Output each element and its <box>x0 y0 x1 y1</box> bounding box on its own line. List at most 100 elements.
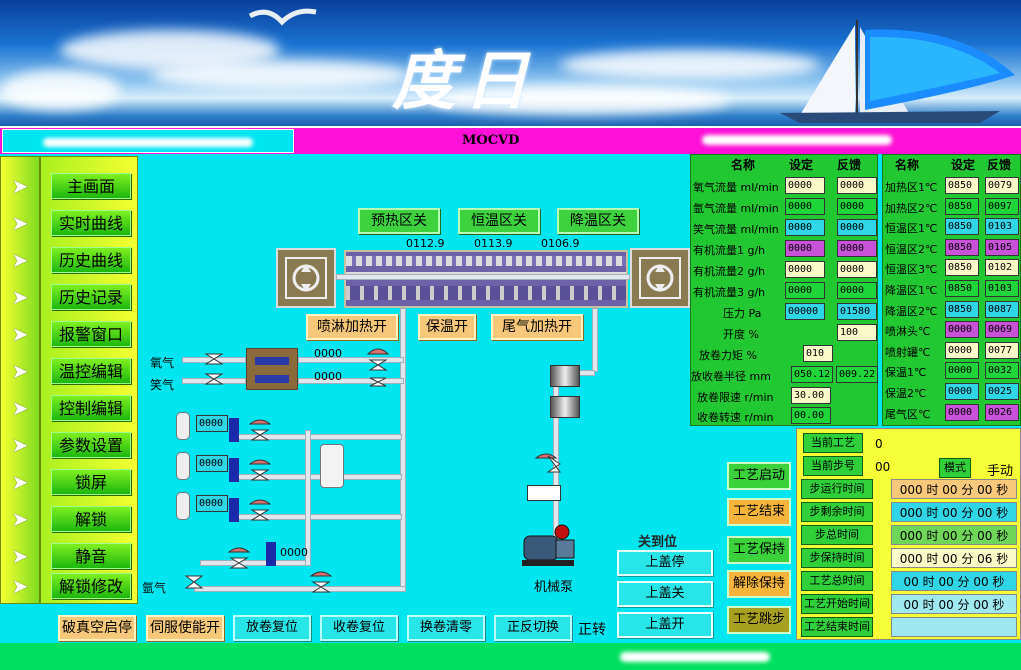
status-time-label: 步保持时间 <box>801 548 873 568</box>
nav-param-settings[interactable]: 参数设置 <box>51 432 131 458</box>
nav-realtime-curve[interactable]: 实时曲线 <box>51 210 131 236</box>
flow-fb-value: 0000 <box>837 240 877 257</box>
temp-fb-value: 0025 <box>985 383 1019 400</box>
unwind-speed-value[interactable]: 30.00 <box>791 387 831 404</box>
flow-fb-value: 0000 <box>837 261 877 278</box>
temp-row-label: 喷淋头℃ <box>885 325 931 339</box>
keep-warm-on-button[interactable]: 保温开 <box>418 314 476 340</box>
nav-menu: 主画面 实时曲线 历史曲线 历史记录 报警窗口 温控编辑 控制编辑 参数设置 锁… <box>40 156 138 604</box>
temp-row-label: 恒温区2℃ <box>885 242 938 256</box>
unwind-reset-button[interactable]: 放卷复位 <box>233 615 311 641</box>
current-process-label: 当前工艺 <box>803 433 863 453</box>
temp-set-value[interactable]: 0000 <box>945 362 979 380</box>
temp-set-value[interactable]: 0850 <box>945 197 979 215</box>
release-hold-button[interactable]: 解除保持 <box>727 570 791 598</box>
servo-enable-button[interactable]: 伺服使能开 <box>146 615 224 641</box>
arrow-icon: ➤ <box>11 174 29 198</box>
temp-set-value[interactable]: 0850 <box>945 238 979 256</box>
status-time-label: 工艺结束时间 <box>801 617 873 637</box>
nav-lock-screen[interactable]: 锁屏 <box>51 469 131 495</box>
temp-set-value[interactable]: 0850 <box>945 300 979 318</box>
nav-history-record[interactable]: 历史记录 <box>51 284 131 310</box>
pump-label: 机械泵 <box>534 580 574 595</box>
direction-toggle-button[interactable]: 正反切换 <box>494 615 572 641</box>
temp-set-value[interactable]: 0850 <box>945 259 979 277</box>
temp-row-label: 尾气区℃ <box>885 407 931 421</box>
reel-right-icon <box>630 248 690 308</box>
temp-set-value[interactable]: 0850 <box>945 218 979 236</box>
valve-icon[interactable] <box>310 568 332 596</box>
flow-fb-value: 0000 <box>837 177 877 194</box>
valve-icon[interactable] <box>249 416 271 444</box>
flow-set-value[interactable]: 0000 <box>785 177 825 194</box>
status-time-label: 工艺开始时间 <box>801 594 873 614</box>
temp-set-value[interactable]: 0000 <box>945 321 979 339</box>
spray-heat-on-button[interactable]: 喷淋加热开 <box>306 314 398 340</box>
valve-icon[interactable] <box>534 450 562 474</box>
valve-icon[interactable] <box>228 544 250 572</box>
status-time-value: 00 时 00 分 00 秒 <box>891 571 1017 591</box>
flow-set-value[interactable]: 0000 <box>785 261 825 278</box>
nav-unlock[interactable]: 解锁 <box>51 506 131 532</box>
nav-unlock-modify[interactable]: 解锁修改 <box>51 573 131 599</box>
roll-change-clear-button[interactable]: 换卷清零 <box>407 615 485 641</box>
flow-set-value[interactable]: 0000 <box>785 198 825 215</box>
process-start-button[interactable]: 工艺启动 <box>727 462 791 490</box>
nav-history-curve[interactable]: 历史曲线 <box>51 247 131 273</box>
argon-pipe <box>194 586 406 592</box>
header-banner <box>0 0 1021 126</box>
valve-icon[interactable] <box>249 456 271 484</box>
arrow-icon: ➤ <box>11 544 29 568</box>
cover-close-button[interactable]: 上盖关 <box>617 581 713 607</box>
status-time-value <box>891 617 1017 637</box>
temp-set-value[interactable]: 0000 <box>945 383 979 400</box>
status-time-value: 000 时 00 分 00 秒 <box>891 502 1017 522</box>
nav-main-screen[interactable]: 主画面 <box>51 173 131 199</box>
temp-row-label: 降温区2℃ <box>885 304 938 318</box>
valve-icon[interactable] <box>184 572 204 592</box>
flow-set-value[interactable]: 0000 <box>785 219 825 236</box>
temp-set-value[interactable]: 0850 <box>945 280 979 297</box>
valve-icon[interactable] <box>204 350 224 390</box>
arrow-icon: ➤ <box>11 211 29 235</box>
temp-fb-value: 0105 <box>985 238 1019 256</box>
valve-icon[interactable] <box>366 344 390 388</box>
flow-row-label: 有机流量3 g/h <box>693 286 766 299</box>
valve-icon[interactable] <box>249 496 271 524</box>
vacuum-break-button[interactable]: 破真空启停 <box>58 615 136 641</box>
process-end-button[interactable]: 工艺结束 <box>727 498 791 526</box>
process-hold-button[interactable]: 工艺保持 <box>727 536 791 564</box>
constant-zone-off-button[interactable]: 恒温区关 <box>458 208 540 234</box>
pressure-set-value[interactable]: 00000 <box>785 303 825 320</box>
title-bar: MOCVD <box>0 126 1021 154</box>
filter-icon <box>550 396 580 418</box>
process-skip-button[interactable]: 工艺跳步 <box>727 606 791 634</box>
arrow-icon: ➤ <box>11 396 29 420</box>
flow-set-value[interactable]: 0000 <box>785 240 825 257</box>
wind-reset-button[interactable]: 收卷复位 <box>320 615 398 641</box>
preheat-zone-off-button[interactable]: 预热区关 <box>358 208 440 234</box>
temp-set-value[interactable]: 0000 <box>945 403 979 421</box>
nav-temp-edit[interactable]: 温控编辑 <box>51 358 131 384</box>
nav-alarm-window[interactable]: 报警窗口 <box>51 321 131 347</box>
flow-header-set: 设定 <box>789 158 814 172</box>
mfc-icon <box>229 458 239 482</box>
temp-row-label: 加热区1℃ <box>885 181 938 194</box>
wind-speed-value: 00.00 <box>791 407 831 424</box>
cover-stop-button[interactable]: 上盖停 <box>617 550 713 576</box>
temp-set-value[interactable]: 0000 <box>945 341 979 359</box>
opening-value: 100 <box>837 324 877 341</box>
nav-mute[interactable]: 静音 <box>51 543 131 569</box>
temp-fb-value: 0087 <box>985 300 1019 318</box>
current-process-value: 0 <box>875 437 883 451</box>
cooling-zone-off-button[interactable]: 降温区关 <box>557 208 639 234</box>
arrow-icon: ➤ <box>11 433 29 457</box>
radius-value1: 050.12 <box>791 366 833 383</box>
sailboat-icon <box>780 20 1015 123</box>
tail-gas-heat-on-button[interactable]: 尾气加热开 <box>491 314 583 340</box>
cover-open-button[interactable]: 上盖开 <box>617 612 713 638</box>
temp-set-value[interactable]: 0850 <box>945 177 979 194</box>
nav-control-edit[interactable]: 控制编辑 <box>51 395 131 421</box>
unwind-torque-value[interactable]: 010 <box>803 345 833 362</box>
flow-set-value[interactable]: 0000 <box>785 282 825 299</box>
